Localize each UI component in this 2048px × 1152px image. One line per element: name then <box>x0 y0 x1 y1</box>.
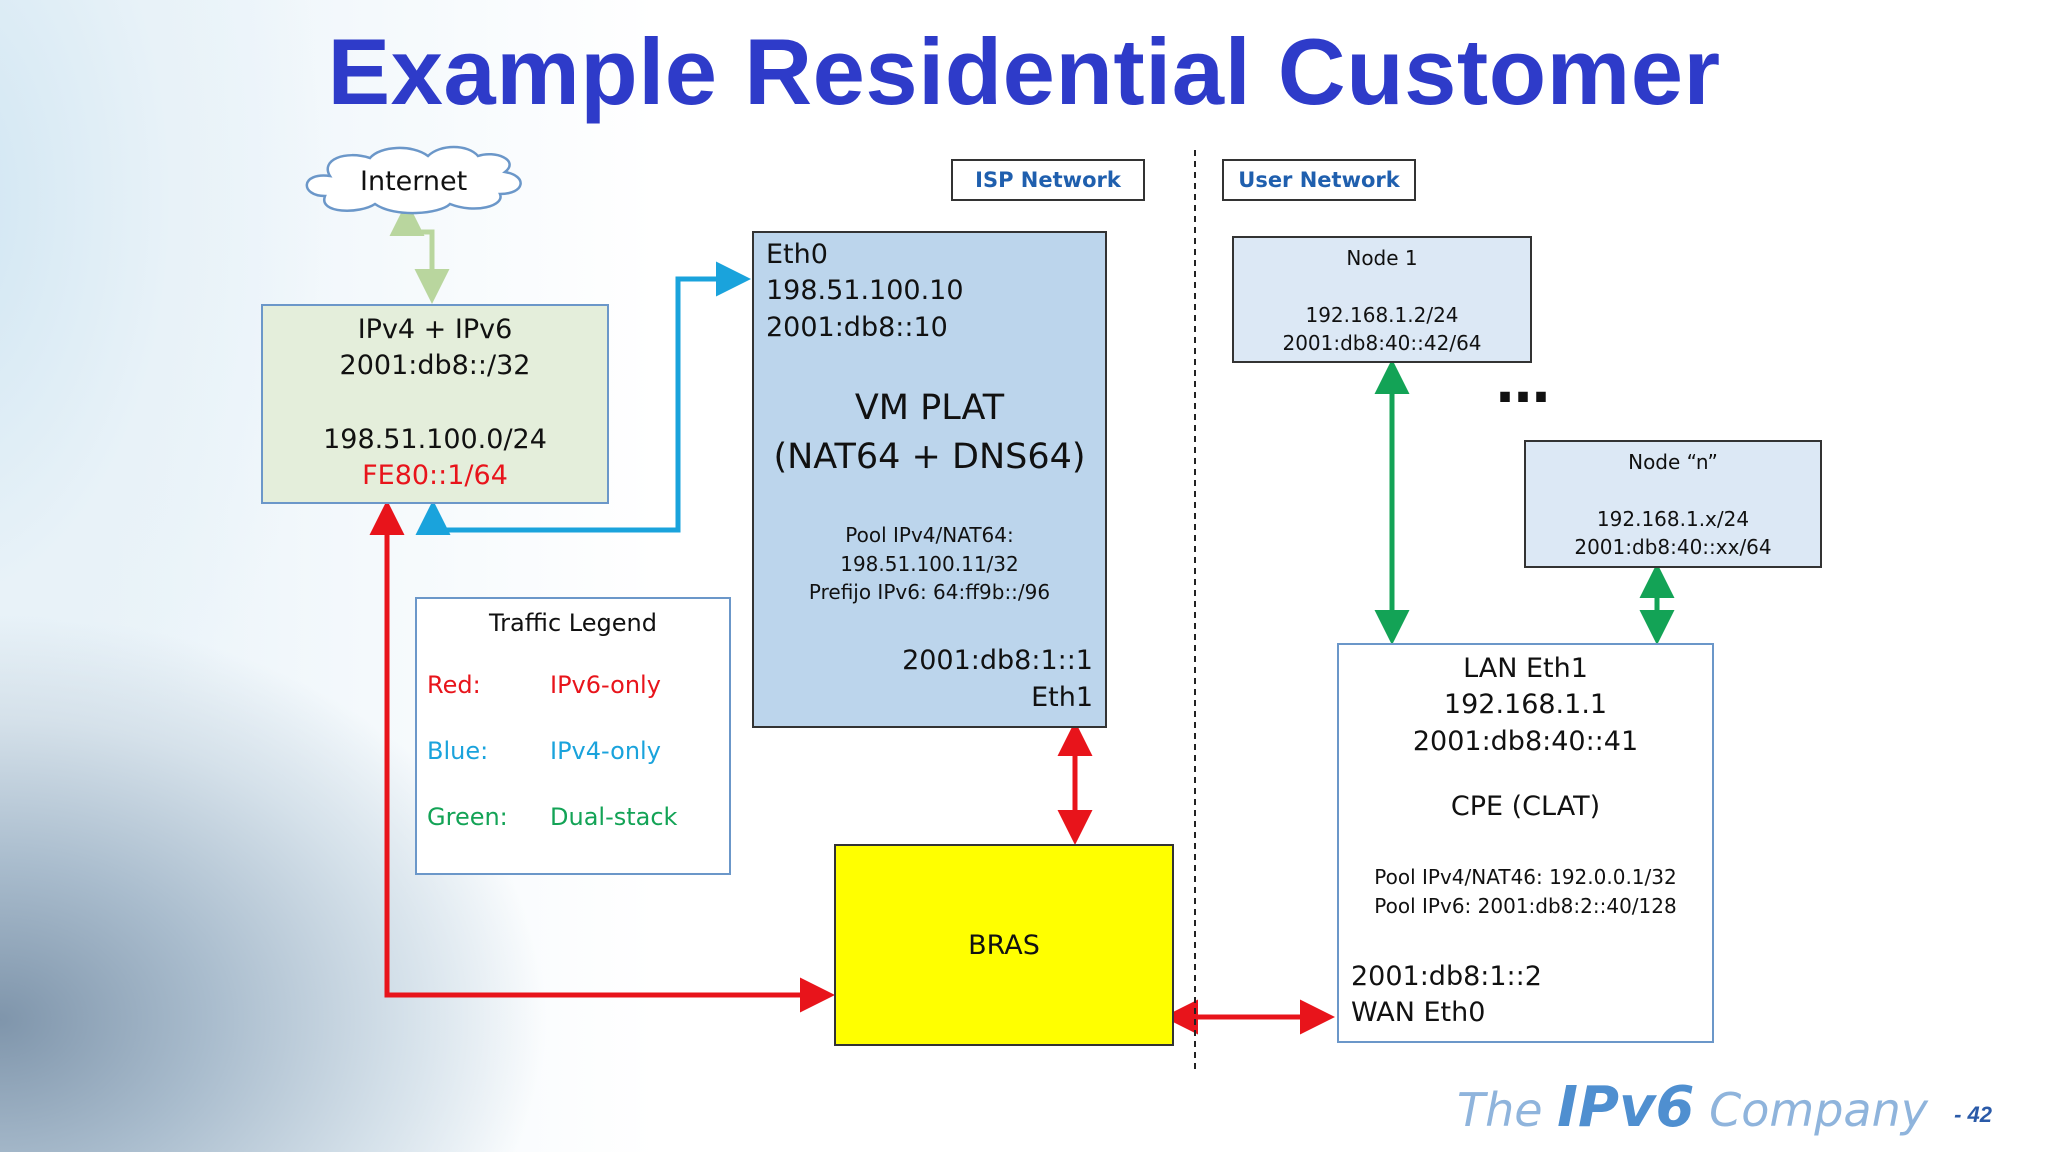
plat-ipv6: 2001:db8::10 <box>766 312 948 343</box>
plat-eth1-address: 2001:db8:1::1 <box>902 645 1093 676</box>
cpe-ipv4: 192.168.1.1 <box>1443 689 1608 720</box>
cpe-ipv6: 2001:db8:40::41 <box>1412 726 1639 757</box>
company-logo: The IPv6 Company <box>1456 1075 1928 1140</box>
upstream-line4: FE80::1/64 <box>362 460 508 491</box>
legend-key-green: Green: <box>427 803 508 831</box>
cpe-wan: WAN Eth0 <box>1351 997 1486 1028</box>
page-number: - 42 <box>1954 1102 1992 1127</box>
upstream-box: IPv4 + IPv6 2001:db8::/32 198.51.100.0/2… <box>261 304 609 504</box>
noden-box: Node “n” 192.168.1.x/24 2001:db8:40::xx/… <box>1524 440 1822 568</box>
cpe-pool-line2: Pool IPv6: 2001:db8:2::40/128 <box>1374 894 1677 918</box>
isp-network-label: ISP Network <box>951 159 1145 201</box>
legend-title: Traffic Legend <box>489 609 657 637</box>
vm-plat-box: Eth0 198.51.100.10 2001:db8::10 VM PLAT … <box>752 231 1107 728</box>
upstream-bras-link <box>369 500 835 1013</box>
plat-pool-line3: Prefijo IPv6: 64:ff9b::/96 <box>808 580 1051 604</box>
legend-value-green: Dual-stack <box>550 803 678 831</box>
plat-subname: (NAT64 + DNS64) <box>773 437 1086 477</box>
node1-ipv6: 2001:db8:40::42/64 <box>1282 331 1482 355</box>
traffic-legend: Traffic Legend Red: IPv6-only Blue: IPv4… <box>415 597 731 875</box>
plat-name: VM PLAT <box>854 388 1005 428</box>
upstream-line3: 198.51.100.0/24 <box>323 424 547 455</box>
more-nodes-ellipsis: … <box>1496 352 1550 415</box>
noden-name: Node “n” <box>1628 450 1718 474</box>
internet-label: Internet <box>360 166 468 197</box>
noden-ipv4: 192.168.1.x/24 <box>1596 507 1750 531</box>
internet-cloud-shape <box>305 145 522 215</box>
plat-pool-line1: Pool IPv4/NAT64: <box>845 523 1014 547</box>
plat-eth0: Eth0 <box>766 239 828 270</box>
internet-link <box>389 201 450 304</box>
cpe-lan: LAN Eth1 <box>1463 653 1588 684</box>
plat-pool-line2: 198.51.100.11/32 <box>840 552 1019 576</box>
legend-key-red: Red: <box>427 671 481 699</box>
node1-ipv4: 192.168.1.2/24 <box>1305 303 1459 327</box>
cpe-wan-address: 2001:db8:1::2 <box>1351 961 1542 992</box>
plat-ipv4: 198.51.100.10 <box>766 275 964 306</box>
legend-key-blue: Blue: <box>427 737 489 765</box>
bras-box: BRAS <box>834 844 1174 1046</box>
legend-value-red: IPv6-only <box>550 671 661 699</box>
user-network-label: User Network <box>1222 159 1416 201</box>
upstream-line1: IPv4 + IPv6 <box>357 314 513 345</box>
upstream-line2: 2001:db8::/32 <box>339 350 531 381</box>
plat-eth1: Eth1 <box>1031 682 1093 713</box>
node1-name: Node 1 <box>1346 246 1418 270</box>
noden-ipv6: 2001:db8:40::xx/64 <box>1574 535 1772 559</box>
node1-box: Node 1 192.168.1.2/24 2001:db8:40::42/64 <box>1232 236 1532 363</box>
legend-value-blue: IPv4-only <box>550 737 661 765</box>
cpe-pool-line1: Pool IPv4/NAT46: 192.0.0.1/32 <box>1374 865 1677 889</box>
page-title: Example Residential Customer <box>327 19 1721 124</box>
cpe-name: CPE (CLAT) <box>1450 791 1601 822</box>
bras-label: BRAS <box>968 929 1040 961</box>
cpe-box: LAN Eth1 192.168.1.1 2001:db8:40::41 CPE… <box>1337 643 1714 1043</box>
